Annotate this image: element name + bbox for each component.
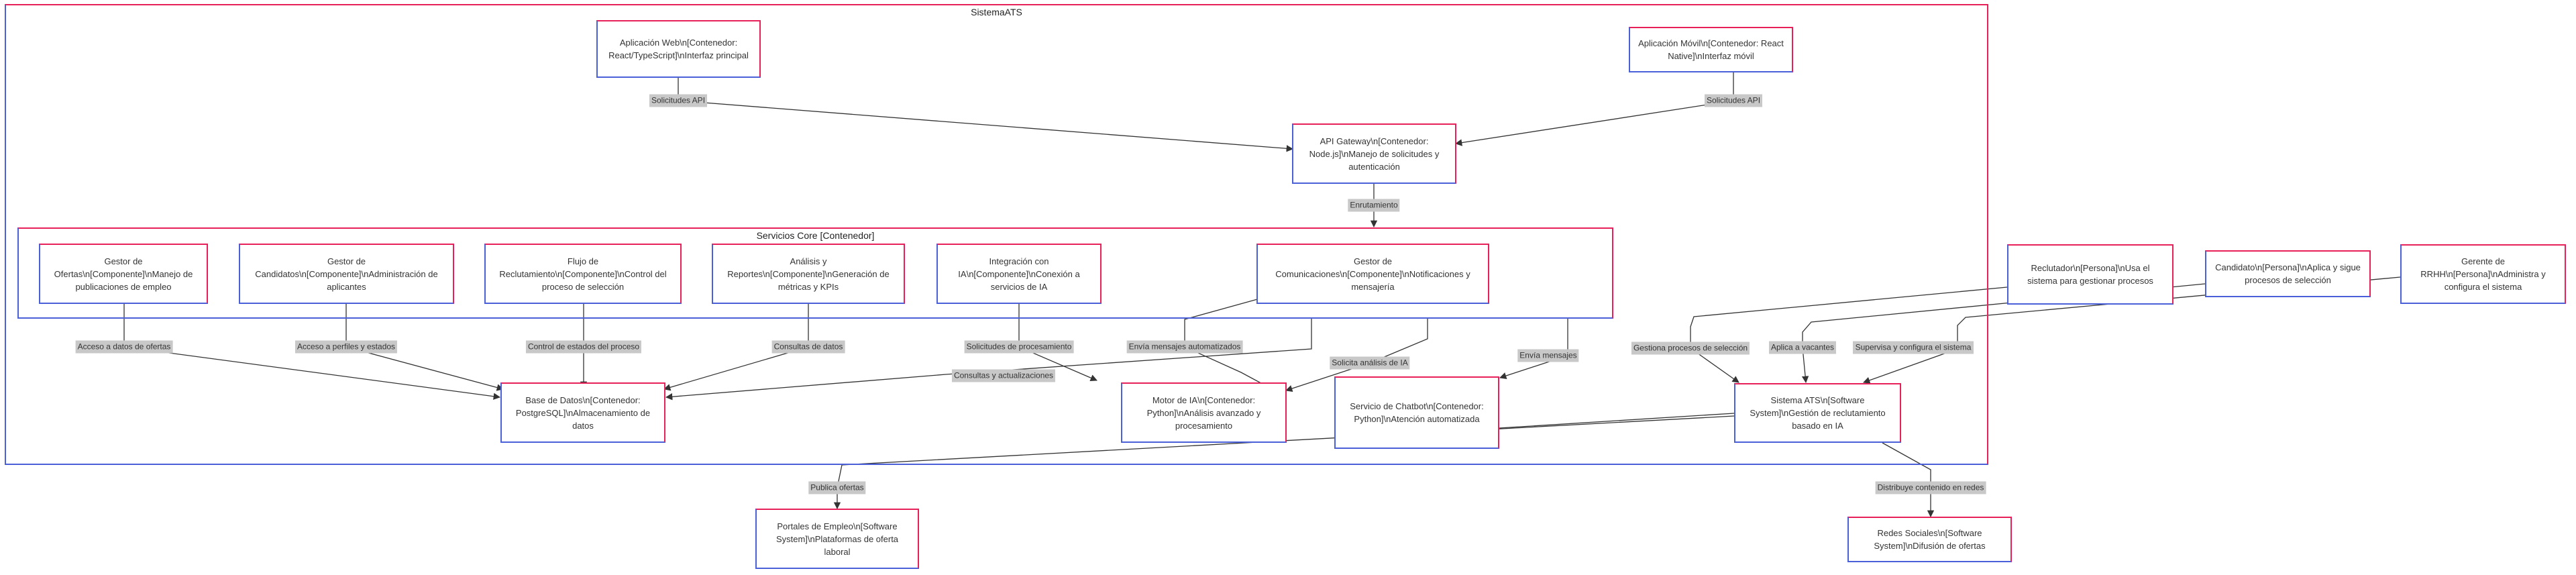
node-job-manager[interactable]: Gestor de Ofertas\n[Componente]\nManejo … — [39, 244, 208, 304]
edge-applies — [1801, 283, 2206, 384]
label-supervises: Supervisa y configura el sistema — [1853, 341, 1974, 354]
label-manages: Gestiona procesos de selección — [1631, 342, 1750, 355]
label-publishes: Publica ofertas — [808, 481, 866, 494]
edge-ai-analysis — [1285, 319, 1428, 393]
edge-publishes — [833, 415, 1735, 510]
label-applies: Aplica a vacantes — [1768, 341, 1837, 354]
node-mobile-app[interactable]: Aplicación Móvil\n[Contenedor: React Nat… — [1629, 27, 1793, 72]
label-cands-db: Acceso a perfiles y estados — [294, 340, 398, 354]
core-services-boundary: Servicios Core [Contenedor] — [17, 227, 1613, 319]
label-auto-msgs: Envía mensajes automatizados — [1126, 340, 1243, 354]
edge-manages — [1690, 286, 2008, 383]
label-ai-analysis: Solicita análisis de IA — [1330, 356, 1410, 370]
node-database[interactable]: Base de Datos\n[Contenedor: PostgreSQL]\… — [500, 382, 665, 443]
node-job-portals[interactable]: Portales de Empleo\n[Software System]\nP… — [755, 509, 919, 569]
label-analytics-db: Consultas de datos — [771, 340, 845, 354]
label-flow-db: Control de estados del proceso — [525, 340, 642, 354]
label-ai-proc: Solicitudes de procesamiento — [964, 340, 1074, 354]
edge-distributes — [1882, 442, 1935, 518]
node-recruitment-flow[interactable]: Flujo de Reclutamiento\n[Componente]\nCo… — [484, 244, 682, 304]
node-candidate[interactable]: Candidato\n[Persona]\nAplica y sigue pro… — [2205, 250, 2371, 297]
node-chatbot[interactable]: Servicio de Chatbot\n[Contenedor: Python… — [1334, 376, 1499, 449]
core-services-title: Servicios Core [Contenedor] — [756, 230, 875, 241]
edge-ats-chatbot — [1499, 413, 1735, 429]
node-ai-integration[interactable]: Integración con IA\n[Componente]\nConexi… — [936, 244, 1102, 304]
system-boundary-title: SistemaATS — [971, 7, 1022, 17]
node-social-networks[interactable]: Redes Sociales\n[Software System]\nDifus… — [1847, 517, 2012, 562]
node-communications-manager[interactable]: Gestor de Comunicaciones\n[Componente]\n… — [1256, 244, 1489, 304]
node-hr-manager[interactable]: Gerente de RRHH\n[Persona]\nAdministra y… — [2400, 244, 2566, 304]
node-analytics[interactable]: Análisis y Reportes\n[Componente]\nGener… — [712, 244, 905, 304]
node-ats-system[interactable]: Sistema ATS\n[Software System]\nGestión … — [1734, 383, 1901, 443]
label-mobile-api: Solicitudes API — [1704, 94, 1763, 107]
node-ai-engine[interactable]: Motor de IA\n[Contenedor: Python]\nAnáli… — [1121, 382, 1287, 443]
label-distributes: Distribuye contenido en redes — [1875, 481, 1986, 494]
node-api-gateway[interactable]: API Gateway\n[Contenedor: Node.js]\nMane… — [1292, 123, 1456, 184]
node-candidate-manager[interactable]: Gestor de Candidatos\n[Componente]\nAdmi… — [239, 244, 454, 304]
label-queries: Consultas y actualizaciones — [951, 369, 1056, 382]
label-send-msgs: Envía mensajes — [1517, 349, 1579, 362]
label-jobs-db: Acceso a datos de ofertas — [75, 340, 173, 354]
system-boundary: SistemaATS — [5, 4, 1988, 465]
label-web-api: Solicitudes API — [649, 94, 708, 107]
edge-queries — [665, 319, 1312, 401]
node-web-app[interactable]: Aplicación Web\n[Contenedor: React/TypeS… — [596, 20, 761, 78]
node-recruiter[interactable]: Reclutador\n[Persona]\nUsa el sistema pa… — [2007, 244, 2174, 305]
label-routing: Enrutamiento — [1348, 199, 1400, 212]
